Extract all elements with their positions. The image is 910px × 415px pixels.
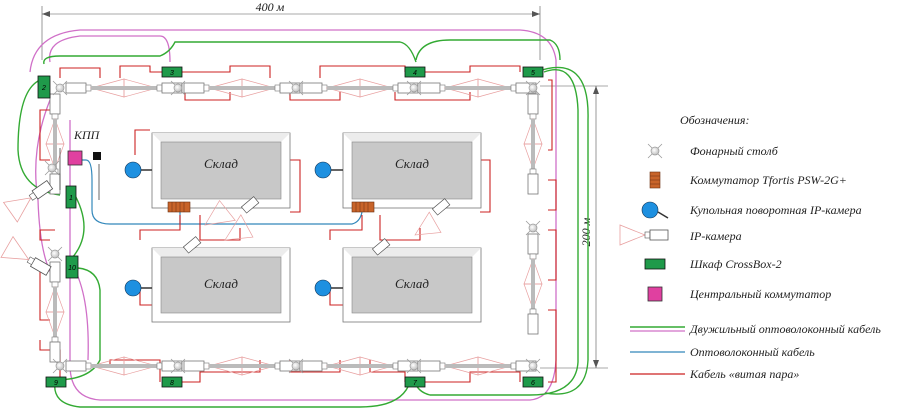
svg-text:10: 10 bbox=[68, 265, 76, 272]
cabinet-4: 4 bbox=[404, 66, 426, 78]
legend: Обозначения: Фонарный столб Коммутатор T… bbox=[619, 113, 881, 381]
svg-text:4: 4 bbox=[413, 70, 417, 77]
legend-cable-double-fiber bbox=[630, 326, 685, 332]
inner-ip-cameras bbox=[182, 196, 451, 256]
svg-text:2: 2 bbox=[41, 85, 46, 92]
legend-title: Обозначения: bbox=[680, 113, 749, 127]
ip-camera-icon bbox=[0, 236, 55, 282]
cabinet-9: 9 bbox=[45, 376, 67, 388]
svg-text:6: 6 bbox=[531, 380, 535, 387]
psw-switches bbox=[167, 201, 375, 213]
warehouse-label: Склад bbox=[395, 156, 429, 171]
cabinet-5: 5 bbox=[522, 66, 544, 78]
cabinet-10: 10 bbox=[65, 255, 79, 279]
ip-camera-icon bbox=[182, 236, 202, 254]
checkpoint-device bbox=[93, 152, 101, 160]
height-dimension: 200 м bbox=[540, 85, 608, 369]
cabinet-1: 1 bbox=[65, 185, 77, 209]
warehouse-label: Склад bbox=[204, 276, 238, 291]
perimeter-right-column bbox=[522, 92, 544, 336]
cabinet-8: 8 bbox=[161, 376, 183, 388]
ip-camera-icon bbox=[240, 196, 260, 214]
checkpoint: КПП bbox=[0, 128, 101, 282]
legend-cable-twisted-pair-label: Кабель «витая пара» bbox=[689, 367, 799, 381]
warehouse-label: Склад bbox=[204, 156, 238, 171]
svg-text:7: 7 bbox=[413, 380, 418, 387]
cabinet-3: 3 bbox=[161, 66, 183, 78]
svg-text:9: 9 bbox=[54, 380, 58, 387]
width-label: 400 м bbox=[256, 0, 285, 14]
legend-item-switch: Коммутатор Tfortis PSW-2G+ bbox=[689, 173, 847, 187]
width-dimension: 400 м bbox=[41, 0, 541, 60]
crossbox-cabinet-icon bbox=[644, 258, 666, 270]
lamp-posts bbox=[44, 80, 541, 374]
legend-cable-fiber-label: Оптоволоконный кабель bbox=[690, 345, 815, 359]
dome-camera-icon bbox=[641, 201, 669, 219]
dome-cameras bbox=[124, 161, 343, 297]
legend-item-cabinet: Шкаф CrossBox-2 bbox=[689, 257, 782, 271]
legend-item-ipcam: IP-камера bbox=[689, 229, 742, 243]
warehouse-top-right: Склад bbox=[342, 132, 482, 209]
dome-camera-icon bbox=[314, 279, 343, 297]
dome-camera-icon bbox=[314, 161, 343, 179]
warehouse-bottom-left: Склад bbox=[151, 247, 291, 323]
warehouse-label: Склад bbox=[395, 276, 429, 291]
warehouse-bottom-right: Склад bbox=[342, 247, 482, 323]
green-cables bbox=[17, 39, 589, 408]
dome-camera-icon bbox=[124, 161, 152, 179]
lamp-post-icon bbox=[647, 143, 663, 159]
ip-camera-icon bbox=[619, 224, 669, 246]
cabinet-7: 7 bbox=[404, 376, 426, 388]
central-switch-icon bbox=[67, 150, 83, 166]
cabinet-2: 2 bbox=[37, 75, 51, 99]
legend-item-central: Центральный коммутатор bbox=[689, 287, 831, 301]
perimeter-left-column bbox=[44, 92, 66, 364]
svg-text:1: 1 bbox=[69, 195, 73, 202]
switch-psw-icon bbox=[167, 201, 191, 213]
svg-text:5: 5 bbox=[531, 70, 535, 77]
cabinet-6: 6 bbox=[522, 376, 544, 388]
perimeter-top-row bbox=[64, 77, 538, 99]
legend-item-dome: Купольная поворотная IP-камера bbox=[689, 203, 862, 217]
ip-camera-icon bbox=[431, 198, 451, 216]
switch-psw-icon bbox=[649, 171, 661, 189]
crossbox-cabinets: 1 2 3 4 5 6 7 8 9 10 bbox=[37, 66, 544, 388]
checkpoint-label: КПП bbox=[73, 128, 101, 142]
svg-text:3: 3 bbox=[170, 70, 174, 77]
central-switch-icon bbox=[647, 286, 663, 302]
height-label: 200 м bbox=[579, 217, 593, 246]
legend-cable-double-fiber-label: Двужильный оптоволоконный кабель bbox=[689, 322, 881, 336]
legend-item-lamp: Фонарный столб bbox=[690, 144, 779, 158]
warehouse-top-left: Склад bbox=[151, 132, 291, 209]
dome-camera-icon bbox=[124, 279, 152, 297]
switch-psw-icon bbox=[351, 201, 375, 213]
ip-camera-icon bbox=[371, 238, 391, 256]
svg-text:8: 8 bbox=[170, 380, 174, 387]
